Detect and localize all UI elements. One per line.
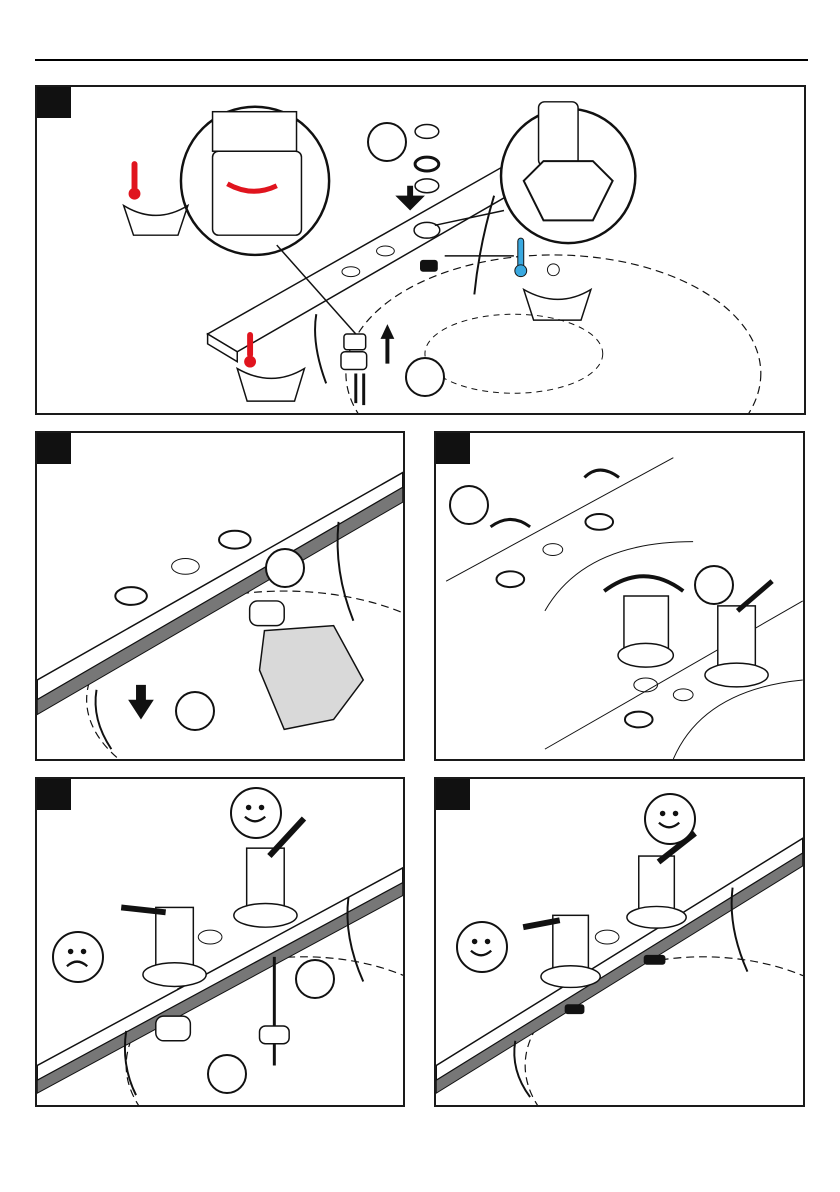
rotate-arrow-icon	[604, 576, 683, 591]
step-marker-circle	[207, 1054, 247, 1094]
hot-thermometer-icon	[132, 161, 138, 191]
panel-step-2	[35, 431, 405, 761]
step-marker-circle	[449, 485, 489, 525]
step-marker-circle	[694, 565, 734, 605]
step-marker-circle	[175, 691, 215, 731]
step-3-illustration	[436, 433, 803, 759]
panel-step-1	[35, 85, 806, 415]
step-2-illustration	[37, 433, 403, 759]
arrow-down-icon	[128, 685, 154, 720]
panel-step-4	[35, 777, 405, 1107]
panel-step-3	[434, 431, 805, 761]
frown-icon	[52, 931, 104, 983]
smiley-icon	[644, 793, 696, 845]
step-marker-circle	[405, 357, 445, 397]
hand-icon	[260, 626, 364, 730]
header-rule	[35, 59, 808, 61]
smiley-icon	[456, 921, 508, 973]
panel-step-5	[434, 777, 805, 1107]
step-marker-circle	[295, 959, 335, 999]
step-marker-circle	[367, 122, 407, 162]
smiley-icon	[230, 787, 282, 839]
step-marker-circle	[265, 548, 305, 588]
